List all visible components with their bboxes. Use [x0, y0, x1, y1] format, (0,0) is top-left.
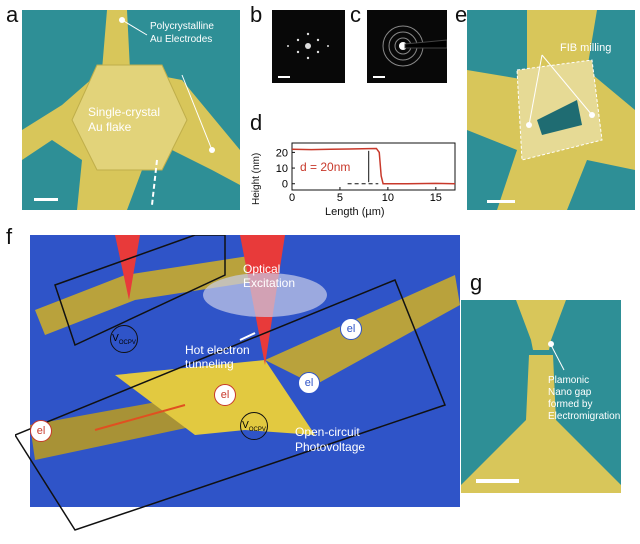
electrodes-label: Polycrystalline Au Electrodes: [150, 21, 214, 45]
electron-badge: el: [30, 420, 52, 442]
x-tick-label: 10: [382, 192, 394, 204]
ocpv-label: Open-circuit Photovoltage: [295, 425, 366, 454]
x-tick-label: 5: [337, 192, 343, 204]
panel-d-label: d: [250, 110, 263, 135]
fib-milling-label: FIB milling: [560, 42, 612, 54]
x-axis-label: Length (µm): [325, 206, 385, 218]
panel-a-image: [22, 10, 240, 210]
optical-excitation-label: Optical Excitation: [243, 262, 296, 290]
ocpv-subscript: OCPV: [118, 340, 136, 346]
thickness-annotation: d = 20nm: [300, 160, 351, 174]
profile-line: [291, 147, 456, 185]
panel-e-label: e: [455, 2, 468, 27]
voltmeter-top: VOCPV: [110, 325, 138, 353]
height-profile-chart: 0 5 10 15 0 10 20: [276, 142, 456, 204]
panel-c-label: c: [350, 2, 361, 27]
x-tick-label: 15: [430, 192, 442, 204]
panel-b-label: b: [250, 2, 263, 27]
panel-g-image: [461, 300, 621, 493]
electron-badge: el: [340, 318, 362, 340]
y-tick-label: 20: [276, 147, 288, 159]
electron-badge: el: [214, 384, 236, 406]
electron-badge: el: [298, 372, 320, 394]
panel-g-label: g: [470, 270, 483, 295]
voltmeter-bottom: VOCPV: [240, 412, 268, 440]
panel-f-schematic: [15, 235, 460, 531]
plot-frame: [291, 142, 456, 191]
panel-e-image: [467, 10, 635, 210]
diffraction-pattern-b: [272, 10, 345, 83]
x-tick-label: 0: [289, 192, 295, 204]
y-tick-label: 10: [276, 163, 288, 175]
ocpv-subscript: OCPV: [248, 427, 266, 433]
y-tick-label: 0: [282, 179, 288, 191]
hot-electron-label: Hot electron tunneling: [185, 343, 250, 371]
v-label: V: [112, 333, 119, 344]
diffraction-pattern-c: [367, 10, 447, 83]
panel-a-label: a: [6, 2, 19, 27]
y-axis-label: Height (nm): [251, 152, 262, 205]
panel-f-label: f: [6, 224, 13, 249]
flake-label: Single-crystal Au flake: [88, 105, 161, 134]
v-label: V: [242, 420, 249, 431]
nanogap-label: Plamonic Nano gap formed by Electromigra…: [548, 375, 621, 422]
